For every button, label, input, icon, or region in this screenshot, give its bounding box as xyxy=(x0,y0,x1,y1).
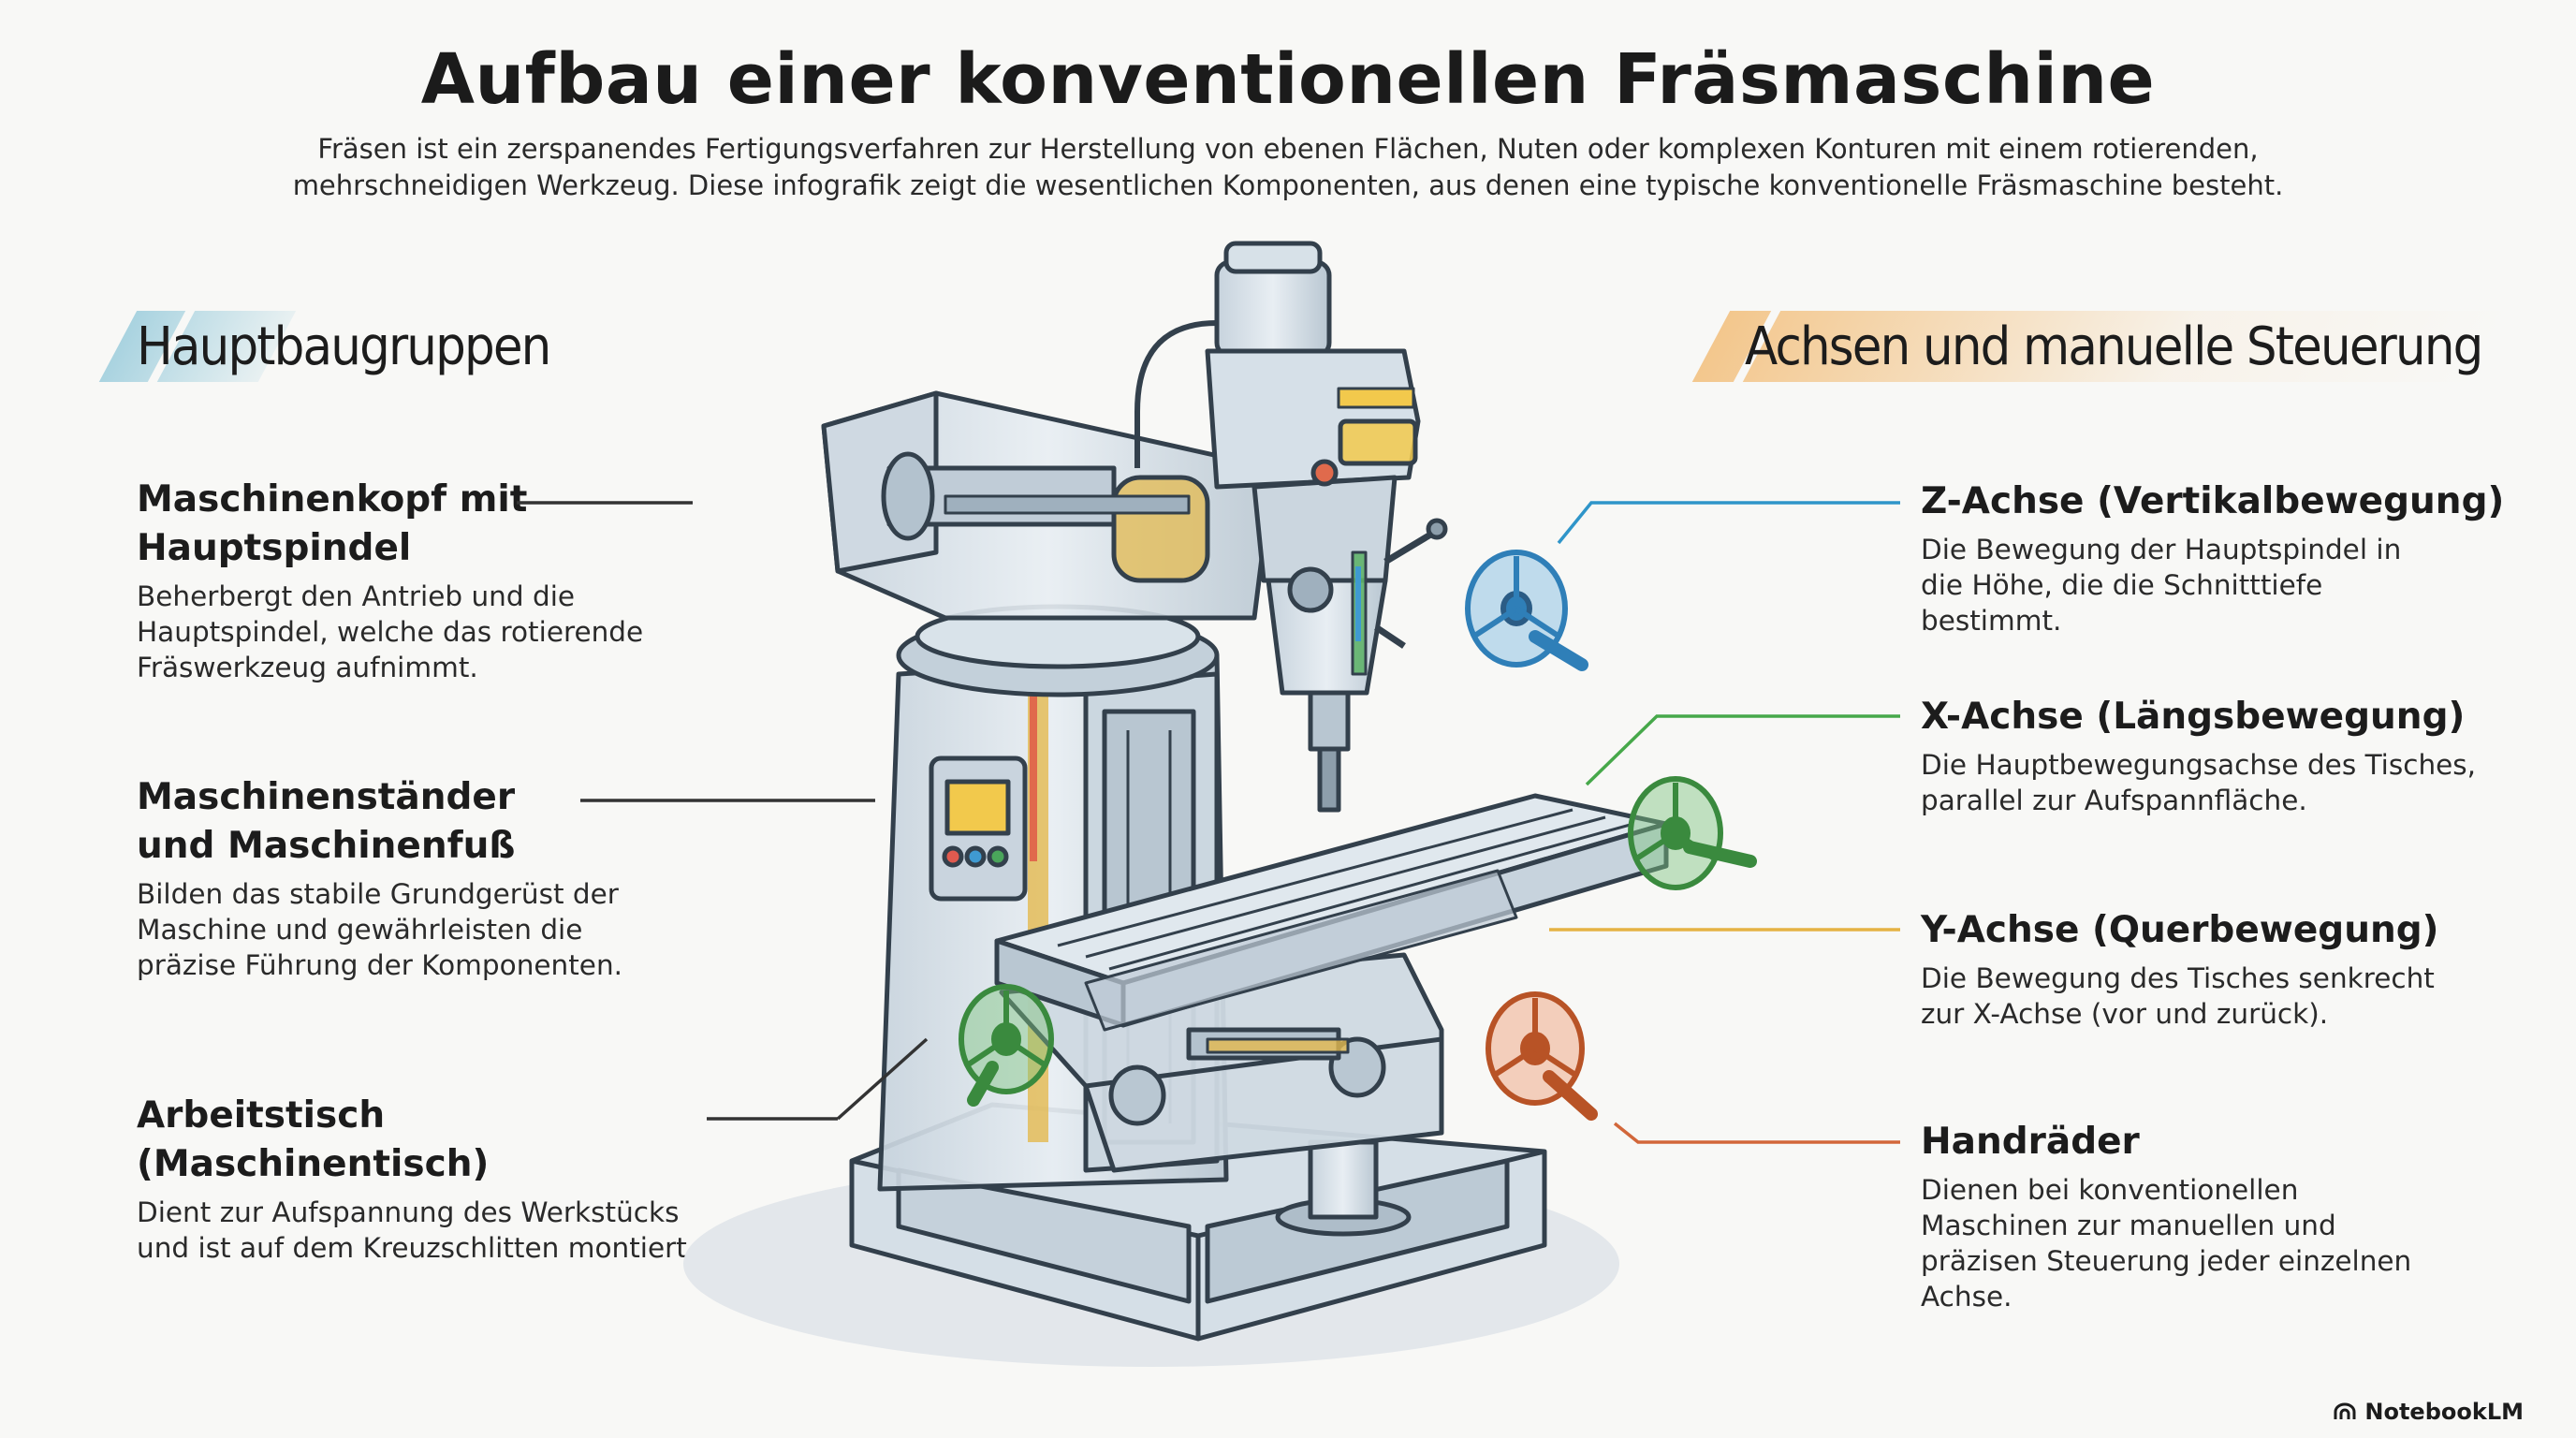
callout-text: Dienen bei konventionellen Maschinen zur… xyxy=(1921,1174,2412,1313)
left-leader-lines xyxy=(517,501,929,1121)
callout-title: Maschinenkopf mit Hauptspindel xyxy=(137,478,528,569)
callout-title: Handräder xyxy=(1921,1121,2140,1163)
callout-text: Die Bewegung des Tisches senkrecht zur X… xyxy=(1921,962,2435,1030)
heading-label: Hauptbaugruppen xyxy=(137,316,551,377)
z-axis-handwheel-icon xyxy=(1465,550,1588,671)
callout-x-achse: X-Achse (Längsbewegung) Die Hauptbewegun… xyxy=(1921,693,2520,818)
callout-handraeder: Handräder Dienen bei konventionellen Mas… xyxy=(1921,1118,2520,1314)
machine-head xyxy=(821,390,1276,621)
callout-title: Y-Achse (Querbewegung) xyxy=(1921,909,2439,951)
intro-paragraph: Fräsen ist ein zerspanendes Fertigungsve… xyxy=(292,133,2284,201)
callout-text: Die Hauptbewegungsachse des Tisches, par… xyxy=(1921,749,2477,816)
callout-title: X-Achse (Längsbewegung) xyxy=(1921,696,2466,738)
spindle-head xyxy=(1134,241,1448,813)
worktable xyxy=(994,793,1669,1032)
callout-title: Arbeitstisch (Maschinentisch) xyxy=(137,1094,490,1185)
callout-text: Dient zur Aufspannung des Werkstücks und… xyxy=(137,1196,696,1264)
callout-title: Maschinenständer und Maschinenfuß xyxy=(137,776,516,867)
section-heading-achsen: Achsen und manuelle Steuerung xyxy=(1691,298,2517,395)
callout-text: Bilden das stabile Grundgerüst der Masch… xyxy=(137,878,623,981)
page-title: Aufbau einer konventionellen Fräsmaschin… xyxy=(420,39,2156,120)
x-axis-handwheel-icon xyxy=(1628,776,1757,890)
callout-title: Z-Achse (Vertikalbewegung) xyxy=(1921,480,2505,522)
callout-maschinenstaender: Maschinenständer und Maschinenfuß Bilden… xyxy=(137,773,698,983)
callout-y-achse: Y-Achse (Querbewegung) Die Bewegung des … xyxy=(1921,906,2520,1032)
callout-maschinenkopf: Maschinenkopf mit Hauptspindel Beherberg… xyxy=(137,476,698,685)
y-axis-handwheel-icon xyxy=(1486,991,1598,1121)
section-heading-hauptbaugruppen: Hauptbaugruppen xyxy=(90,298,577,395)
left-handwheel-icon xyxy=(959,984,1054,1107)
knee-and-saddle xyxy=(999,952,1444,1173)
callout-z-achse: Z-Achse (Vertikalbewegung) Die Bewegung … xyxy=(1921,477,2520,638)
callout-text: Beherbergt den Antrieb und die Hauptspin… xyxy=(137,580,644,683)
heading-label: Achsen und manuelle Steuerung xyxy=(1745,316,2483,377)
callout-arbeitstisch: Arbeitstisch (Maschinentisch) Dient zur … xyxy=(137,1092,717,1266)
notebooklm-logo-icon xyxy=(2334,1402,2356,1419)
callout-text: Die Bewegung der Hauptspindel in die Höh… xyxy=(1921,534,2402,637)
right-leader-lines xyxy=(1549,501,1900,1144)
brand-watermark: NotebookLM xyxy=(2333,1399,2524,1425)
brand-name: NotebookLM xyxy=(2364,1399,2524,1425)
